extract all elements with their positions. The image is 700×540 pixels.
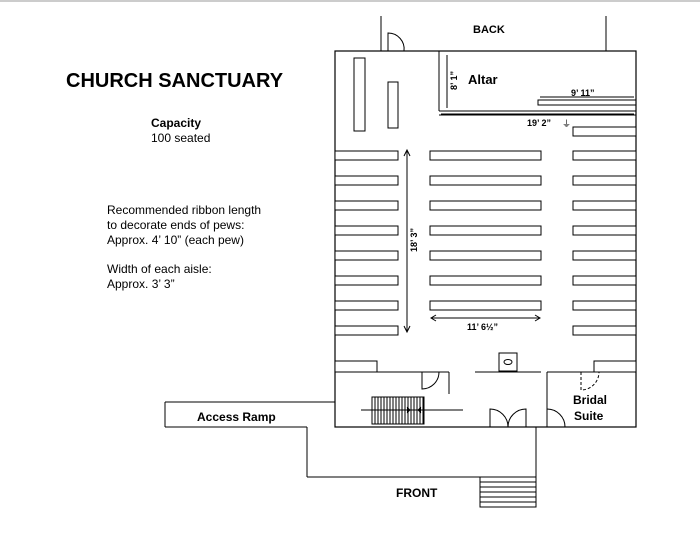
rear-bench-right (593, 360, 637, 373)
pew-left (334, 175, 399, 186)
pew-center (429, 300, 542, 311)
bridal-suite-label-line1: Bridal (573, 393, 607, 407)
pew-left (334, 225, 399, 236)
pew-left (334, 150, 399, 161)
back-door (387, 32, 405, 52)
pew-right (572, 250, 637, 261)
pew-right (572, 300, 637, 311)
outlet-icon: ⏚ (562, 119, 571, 129)
ribbon-note-line3: Approx. 4’ 10” (each pew) (107, 233, 244, 247)
narthex-door (421, 371, 440, 390)
pew-right (572, 175, 637, 186)
altar-step (537, 99, 637, 106)
front-door-left (489, 408, 509, 428)
pew-left (334, 250, 399, 261)
pew-center (429, 275, 542, 286)
back-label: BACK (473, 24, 505, 36)
dim-altar-depth: 8’ 1” (449, 71, 459, 90)
rear-bench-left (334, 360, 378, 373)
pew-left (334, 300, 399, 311)
ribbon-note-line1: Recommended ribbon length (107, 203, 261, 217)
dim-altar-width-right: 9’ 11” (571, 88, 595, 98)
aisle-note-line2: Approx. 3’ 3” (107, 277, 175, 291)
pew-right (572, 200, 637, 211)
pew-center (429, 175, 542, 186)
choir-bench-right (387, 81, 399, 129)
altar-label: Altar (468, 72, 498, 87)
bridal-suite-door (580, 371, 600, 391)
capacity-value: 100 seated (151, 131, 210, 145)
dim-altar-width-full: 19’ 2” (527, 118, 551, 128)
front-door-right (507, 408, 527, 428)
page-title: CHURCH SANCTUARY (66, 70, 284, 92)
dim-center-pew-width: 11’ 6½” (467, 322, 498, 332)
pew-left (334, 275, 399, 286)
pew-right (572, 225, 637, 236)
baptismal-font (498, 352, 518, 372)
choir-bench-left (353, 57, 366, 132)
bridal-suite-side-door (546, 408, 566, 428)
pew-center (429, 150, 542, 161)
dim-pew-section-length: 18’ 3” (409, 228, 419, 252)
access-ramp-label: Access Ramp (197, 410, 276, 424)
pew-center (429, 200, 542, 211)
pew-center (429, 250, 542, 261)
aisle-note-line1: Width of each aisle: (107, 262, 212, 276)
pew-left (334, 200, 399, 211)
pew-right (572, 126, 637, 137)
pew-left (334, 325, 399, 336)
bridal-suite-label-line2: Suite (574, 409, 604, 423)
ribbon-note-line2: to decorate ends of pews: (107, 218, 244, 232)
capacity-heading: Capacity (151, 116, 201, 130)
pew-right (572, 325, 637, 336)
pew-right (572, 275, 637, 286)
building-outline (334, 50, 637, 428)
pew-center (429, 225, 542, 236)
pew-right (572, 150, 637, 161)
pews (334, 126, 637, 336)
front-label: FRONT (396, 486, 438, 500)
